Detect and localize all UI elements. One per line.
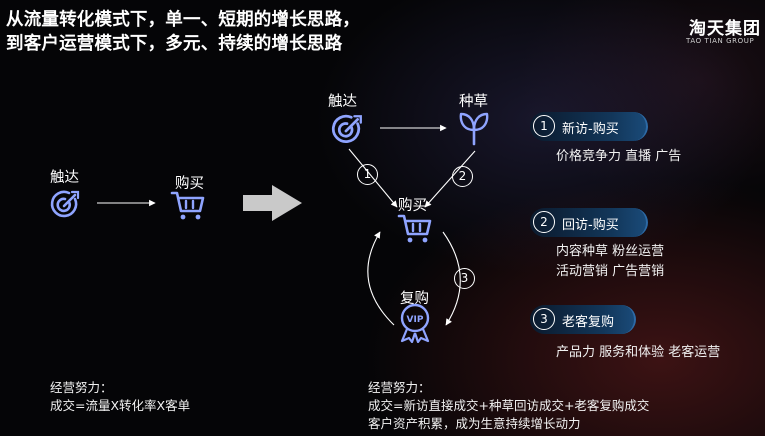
path-1-detail: 价格竞争力 直播 广告 — [556, 149, 682, 164]
right-effort-formula: 成交=新访直接成交+种草回访成交+老客复购成交 — [368, 398, 650, 413]
path-1-number: 1 — [533, 115, 555, 137]
logo-name-zh: 淘天集团 — [689, 19, 761, 39]
cycle-reach-label: 触达 — [328, 94, 357, 110]
title-line-2: 到客户运营模式下，多元、持续的增长思路 — [6, 34, 343, 54]
cycle-buy-label: 购买 — [398, 198, 427, 214]
vip-badge-icon: VIP — [400, 303, 430, 343]
transition-arrow — [243, 185, 302, 221]
path-pill-2: 2 回访-购买 — [530, 208, 648, 237]
path-3-detail: 产品力 服务和体验 老客运营 — [556, 345, 721, 360]
path-2-detail-2: 活动营销 广告营销 — [556, 264, 665, 279]
step-3-marker: 3 — [454, 268, 475, 289]
shopping-cart-icon — [170, 191, 205, 220]
path-3-label: 老客复购 — [562, 315, 615, 330]
target-icon — [50, 190, 80, 218]
grass-to-buy-arrow — [424, 150, 476, 208]
sprout-icon — [459, 112, 489, 146]
cycle-grass-label: 种草 — [459, 94, 488, 110]
step-2-marker: 2 — [452, 166, 473, 187]
page-title: 从流量转化模式下，单一、短期的增长思路， 到客户运营模式下，多元、持续的增长思路 — [6, 8, 360, 56]
right-effort-note-text: 客户资产积累，成为生意持续增长动力 — [368, 416, 581, 431]
left-buy-label: 购买 — [175, 176, 204, 192]
left-effort-formula: 成交=流量X转化率X客单 — [50, 398, 191, 413]
step-1-marker: 1 — [357, 164, 378, 185]
left-effort-heading: 经营努力： — [50, 380, 113, 395]
path-pill-3: 3 老客复购 — [530, 305, 636, 334]
path-1-label: 新访-购买 — [562, 122, 619, 137]
vip-text: VIP — [407, 315, 424, 325]
right-effort-heading: 经营努力： — [368, 380, 431, 395]
left-reach-label: 触达 — [50, 170, 79, 186]
shopping-cart-icon — [397, 214, 432, 243]
path-2-number: 2 — [533, 211, 555, 233]
title-line-1: 从流量转化模式下，单一、短期的增长思路， — [6, 10, 360, 30]
path-3-number: 3 — [533, 308, 555, 330]
left-effort-note: 经营努力： 成交=流量X转化率X客单 — [50, 379, 190, 415]
logo-name-en: TAO TIAN GROUP — [686, 37, 755, 45]
path-2-detail-1: 内容种草 粉丝运营 — [556, 244, 665, 259]
repurchase-to-buy-arc — [367, 231, 395, 326]
path-pill-1: 1 新访-购买 — [530, 112, 648, 141]
right-effort-note: 经营努力： 成交=新访直接成交+种草回访成交+老客复购成交 客户资产积累，成为生… — [368, 379, 649, 433]
target-icon — [331, 114, 362, 143]
path-2-label: 回访-购买 — [562, 218, 619, 233]
cycle-repurchase-label: 复购 — [400, 291, 429, 307]
